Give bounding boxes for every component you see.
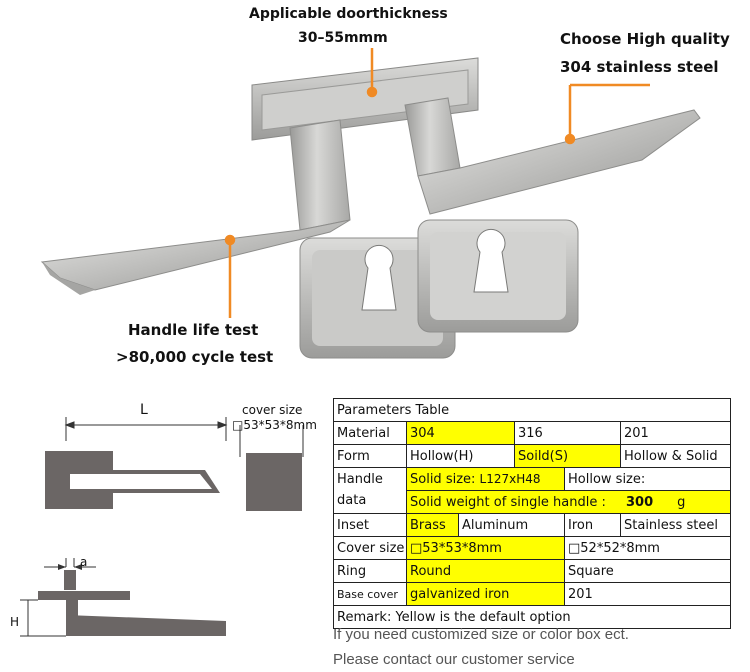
solid-size-prefix: Solid size: xyxy=(410,471,480,487)
row-label-material: Material xyxy=(333,421,407,445)
quality-title: Choose High quality xyxy=(560,30,730,48)
cover-size-value: □53*53*8mm xyxy=(232,418,317,432)
table-row-ring: Ring Round Square xyxy=(333,559,732,583)
row-label-base-cover: Base cover xyxy=(333,582,407,606)
material-316: 316 xyxy=(514,421,621,445)
table-title-row: Parameters Table xyxy=(332,398,732,422)
material-304: 304 xyxy=(406,421,515,445)
ring-square: Square xyxy=(563,559,732,583)
solid-weight-unit: g xyxy=(677,494,686,510)
cover-square xyxy=(246,453,302,511)
life-test-title: Handle life test xyxy=(128,321,259,339)
table-row-handle-size: Handle data Solid size: L127xH48 Hollow … xyxy=(333,467,732,514)
life-test-value: >80,000 cycle test xyxy=(116,348,274,366)
table-title: Parameters Table xyxy=(332,398,732,422)
material-201: 201 xyxy=(619,421,732,445)
table-row-remark: Remark: Yellow is the default option xyxy=(332,605,732,629)
left-handle xyxy=(40,119,351,295)
door-thickness-value: 30–55mmm xyxy=(298,30,388,46)
base-cover-galvanized: galvanized iron xyxy=(406,582,565,606)
height-label: H xyxy=(10,615,20,629)
height-diagram xyxy=(20,558,226,637)
note-custom-size: If you need customized size or color box… xyxy=(333,626,629,643)
solid-size-value: L127xH48 xyxy=(479,471,541,486)
table-row-base-cover: Base cover galvanized iron 201 xyxy=(333,582,732,606)
right-handle xyxy=(404,97,701,215)
base-cover-201: 201 xyxy=(563,582,732,606)
escutcheon-right xyxy=(417,219,579,333)
solid-weight-value: 300 xyxy=(626,494,654,510)
handle-data-label-top: Handle xyxy=(337,472,383,487)
cover-size-frame xyxy=(239,425,304,457)
width-label: a xyxy=(80,555,88,569)
cover-size-53: □53*53*8mm xyxy=(406,536,565,560)
note-contact: Please contact our customer service xyxy=(333,651,575,668)
dimension-drawing xyxy=(20,417,304,637)
row-label-handle-data: Handle data xyxy=(333,467,407,514)
inset-brass: Brass xyxy=(406,513,459,537)
cover-size-title: cover size xyxy=(242,403,303,417)
inset-iron: Iron xyxy=(564,513,621,537)
length-label: L xyxy=(140,402,148,418)
table-row-material: Material 304 316 201 xyxy=(333,421,732,445)
table-row-form: Form Hollow(H) Soild(S) Hollow & Solid xyxy=(333,444,732,468)
parameters-table: Parameters Table Material 304 316 201 Fo… xyxy=(332,398,732,629)
table-row-handle-weight: Solid weight of single handle : 300 g xyxy=(334,490,732,514)
length-dimension xyxy=(64,417,228,441)
form-solid: Soild(S) xyxy=(514,444,621,468)
row-label-form: Form xyxy=(333,444,407,468)
quality-value: 304 stainless steel xyxy=(560,58,719,76)
remark: Remark: Yellow is the default option xyxy=(332,605,732,629)
ring-round: Round xyxy=(406,559,565,583)
row-label-ring: Ring xyxy=(333,559,407,583)
escutcheon-left xyxy=(299,237,456,359)
form-hollow-solid: Hollow & Solid xyxy=(619,444,732,468)
inset-stainless: Stainless steel xyxy=(619,513,732,537)
product-photo xyxy=(40,48,701,359)
rose-plate-back xyxy=(251,57,479,141)
door-thickness-title: Applicable doorthickness xyxy=(249,6,448,22)
table-row-cover-size: Cover size □53*53*8mm □52*52*8mm xyxy=(333,536,732,560)
row-label-cover-size: Cover size xyxy=(333,536,407,560)
hollow-size-cell: Hollow size: xyxy=(563,467,732,491)
form-hollow: Hollow(H) xyxy=(406,444,515,468)
solid-weight-prefix: Solid weight of single handle : xyxy=(410,494,611,510)
table-row-inset: Inset Brass Aluminum Iron Stainless stee… xyxy=(333,513,732,537)
solid-weight-cell: Solid weight of single handle : 300 g xyxy=(405,490,732,514)
solid-size-cell: Solid size: L127xH48 xyxy=(406,467,565,491)
handle-data-label-bottom: data xyxy=(337,493,367,508)
inset-aluminum: Aluminum xyxy=(458,513,565,537)
callout-leaders xyxy=(224,48,650,318)
cover-size-52: □52*52*8mm xyxy=(563,536,732,560)
row-label-inset: Inset xyxy=(333,513,407,537)
handle-side-view xyxy=(45,451,220,509)
